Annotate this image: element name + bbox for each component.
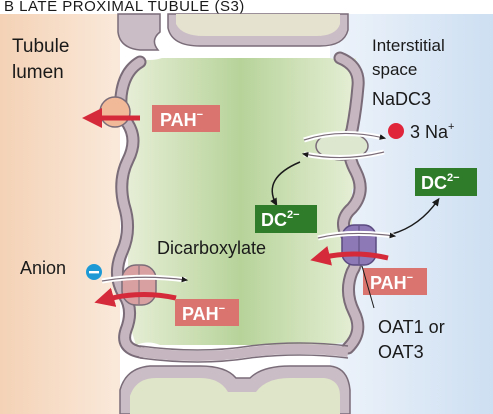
svg-text:DC2−: DC2− bbox=[421, 172, 460, 193]
dc-uptake-arrow bbox=[270, 161, 301, 207]
apical-anion-exchanger bbox=[94, 264, 189, 307]
nadc3-label: NaDC3 bbox=[372, 89, 431, 109]
anion-icon bbox=[86, 264, 102, 280]
lumen-region bbox=[0, 14, 120, 414]
svg-text:DC2−: DC2− bbox=[261, 209, 300, 230]
oat-leader-line bbox=[361, 265, 375, 309]
sodium-ion: 3 Na+ bbox=[388, 121, 454, 142]
nadc3-transporter bbox=[301, 131, 387, 161]
dc-box-interstitial: DC2− bbox=[415, 168, 477, 196]
oat-label-line2: OAT3 bbox=[378, 342, 424, 362]
pah-box-apical-bottom: PAH− bbox=[175, 299, 239, 326]
lower-cell-inner bbox=[130, 378, 340, 414]
anion-label: Anion bbox=[20, 258, 66, 278]
interstitium-label-line1: Interstitial bbox=[372, 36, 445, 55]
apical-pah-transporter bbox=[82, 96, 140, 128]
svg-text:PAH−: PAH− bbox=[182, 303, 225, 324]
dc-box-cell: DC2− bbox=[255, 205, 317, 233]
lumen-label-line2: lumen bbox=[12, 62, 64, 83]
basal-membrane bbox=[139, 344, 349, 361]
svg-text:PAH−: PAH− bbox=[370, 272, 413, 293]
upper-cell-inner bbox=[176, 14, 340, 36]
basal-membrane-edge bbox=[139, 342, 349, 363]
pah-box-apical-top: PAH− bbox=[152, 105, 220, 132]
svg-text:PAH−: PAH− bbox=[160, 109, 203, 130]
lumen-label-line1: Tubule bbox=[12, 36, 69, 57]
epithelial-cell bbox=[123, 58, 359, 345]
oat-transporter bbox=[310, 224, 397, 266]
basolateral-membrane-fill bbox=[335, 53, 365, 353]
svg-text:3 Na+: 3 Na+ bbox=[410, 121, 454, 142]
interstitium-label-line2: space bbox=[372, 60, 417, 79]
figure-title: B LATE PROXIMAL TUBULE (S3) bbox=[4, 0, 245, 15]
dicarboxylate-label: Dicarboxylate bbox=[157, 238, 266, 258]
pah-box-basolateral: PAH− bbox=[363, 268, 427, 295]
dc-efflux-arrow bbox=[391, 197, 440, 235]
oat-label-line1: OAT1 or bbox=[378, 317, 445, 337]
